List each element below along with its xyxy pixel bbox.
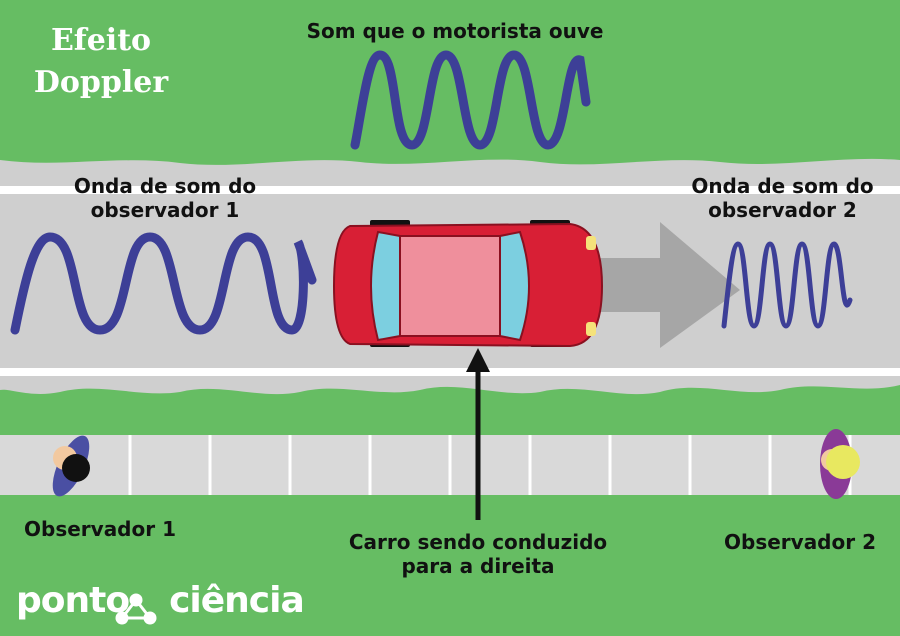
driver-sound-wave <box>350 50 591 150</box>
brand-logo: ponto ciência <box>16 580 305 621</box>
observer2-wave-label-line-2: observador 2 <box>708 197 857 222</box>
title-line-2: Doppler <box>33 65 169 100</box>
sidewalk-joints <box>128 435 852 495</box>
car-label: Carro sendo conduzido para a direita <box>318 530 638 578</box>
observer1-wave-label: Onda de som do observador 1 <box>40 174 290 222</box>
brand-logo-icon <box>115 593 157 625</box>
observer2-label: Observador 2 <box>724 530 876 554</box>
motion-arrow-icon <box>600 222 740 348</box>
observer2-wave-label: Onda de som do observador 2 <box>665 174 900 222</box>
driver-hears-label: Som que o motorista ouve <box>306 19 604 43</box>
car-label-line-2: para a direita <box>401 553 555 578</box>
observer2-wave-label-line-1: Onda de som do <box>691 174 874 198</box>
brand-left: ponto <box>16 580 130 621</box>
observer-1-icon <box>52 435 90 497</box>
car-label-line-1: Carro sendo conduzido <box>348 530 608 554</box>
observer-2-icon <box>820 429 860 499</box>
car-icon <box>332 220 604 348</box>
observer1-wave-label-line-1: Onda de som do <box>73 174 257 198</box>
observer1-label: Observador 1 <box>24 517 176 541</box>
observer1-wave-label-line-2: observador 1 <box>90 197 240 222</box>
title-line-1: Efeito <box>50 23 152 58</box>
pointer-arrow-icon <box>466 348 490 520</box>
diagram-title: Efeito Doppler <box>16 20 186 104</box>
observer2-sound-wave <box>721 241 853 329</box>
brand-right: ciência <box>169 580 305 621</box>
lane-line-bottom <box>0 368 900 376</box>
observer1-sound-wave <box>10 232 317 335</box>
lane-line-top <box>0 186 900 194</box>
